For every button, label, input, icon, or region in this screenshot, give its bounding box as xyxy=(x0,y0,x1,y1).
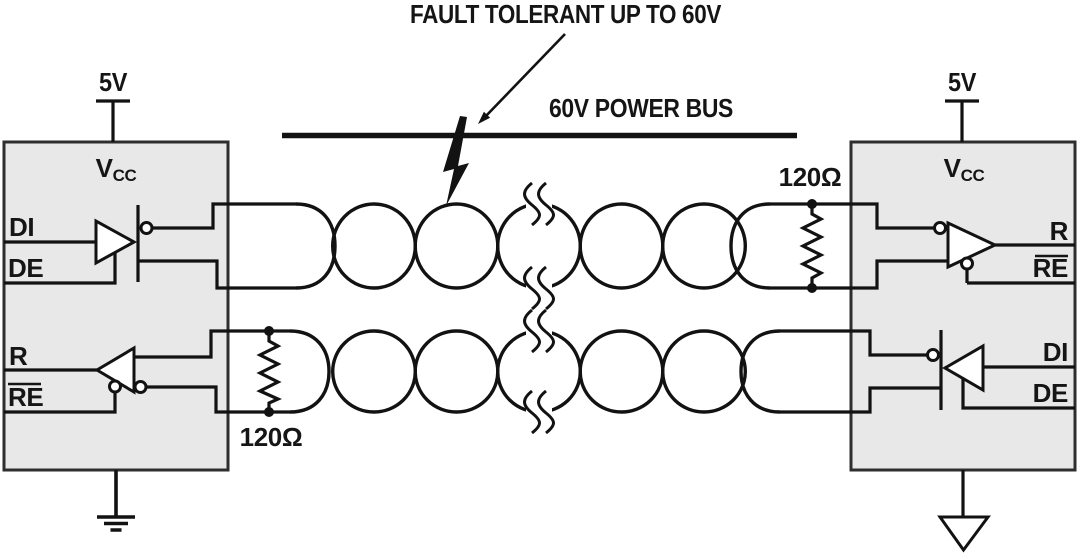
cable-loop xyxy=(331,329,418,414)
cable-loop xyxy=(413,202,500,290)
cable-loop xyxy=(661,202,748,290)
receiver-in-a-wire xyxy=(134,329,290,359)
receiver-in-a-wire xyxy=(770,202,934,230)
supply-terminal-icon xyxy=(96,99,130,142)
cable-break-top-wire xyxy=(523,308,555,354)
driver-out-b-wire xyxy=(780,386,941,414)
driver-out-b-wire xyxy=(138,259,296,290)
receiver-in-b-wire xyxy=(146,385,290,414)
resistor-value-label: 120Ω xyxy=(240,422,303,452)
power-bus-label: 60V POWER BUS xyxy=(549,93,733,123)
twisted-pair-bottom xyxy=(289,308,781,435)
left-ic-labels: VCC DI DE R RE xyxy=(8,153,137,412)
termination-resistor-top-right: 120Ω xyxy=(779,162,842,293)
inversion-bubble-icon xyxy=(926,348,940,362)
pin-label-re: RE xyxy=(8,382,43,412)
de-wire xyxy=(961,379,1075,410)
cable-end-left xyxy=(295,202,337,290)
pin-label-de: DE xyxy=(1033,378,1068,408)
supply-voltage-label: 5V xyxy=(99,67,128,97)
inversion-bubble-icon xyxy=(133,380,148,394)
power-bus: 60V POWER BUS xyxy=(282,93,797,139)
fault-title: FAULT TOLERANT UP TO 60V xyxy=(410,0,722,29)
right-ic-labels: VCC R RE DI DE xyxy=(944,153,1069,408)
pin-label-r: R xyxy=(9,341,28,371)
re-wire xyxy=(4,392,117,414)
signal-ground-icon xyxy=(937,515,991,553)
cable-loop xyxy=(331,202,418,290)
cable-loop xyxy=(661,329,748,414)
resistor-icon xyxy=(799,204,825,288)
pin-label-de: DE xyxy=(8,253,43,283)
enable-bubble-icon xyxy=(108,379,122,394)
left-ground xyxy=(97,470,135,532)
left-receiver xyxy=(4,329,290,414)
re-wire xyxy=(965,269,1075,285)
right-transceiver-box xyxy=(849,140,1077,472)
right-receiver xyxy=(770,202,1075,290)
resistor-value-label: 120Ω xyxy=(779,162,842,192)
junction-dot xyxy=(264,407,274,417)
pin-label-r: R xyxy=(1050,216,1069,246)
right-supply: 5V xyxy=(945,67,979,142)
pointer-arrow-line xyxy=(483,33,566,119)
driver-out-a-wire xyxy=(780,329,927,357)
enable-bubble-icon xyxy=(960,256,974,271)
pin-label-di: DI xyxy=(9,212,34,242)
vcc-label: VCC xyxy=(944,153,985,185)
junction-dot xyxy=(807,283,817,293)
driver-out-a-wire xyxy=(152,202,296,230)
de-wire xyxy=(4,253,117,285)
left-transceiver-box xyxy=(2,140,230,472)
driver-buffer-icon xyxy=(942,343,985,393)
cable-break-bottom-wire xyxy=(523,265,555,311)
driver-buffer-icon xyxy=(94,218,138,266)
cable-loop xyxy=(578,329,665,414)
cable-end-left xyxy=(289,329,331,414)
resistor-icon xyxy=(256,331,282,412)
pin-label-re: RE xyxy=(1033,253,1068,283)
inversion-bubble-icon xyxy=(139,221,154,235)
cable-break-top-wire xyxy=(523,181,555,227)
fault-annotation: FAULT TOLERANT UP TO 60V xyxy=(410,0,722,206)
lightning-bolt-icon xyxy=(443,116,469,206)
pointer-arrowhead-icon xyxy=(478,111,491,124)
vcc-label: VCC xyxy=(96,153,137,185)
left-supply: 5V xyxy=(96,67,130,142)
cable-end-right xyxy=(729,202,771,290)
cable-loop xyxy=(578,202,665,290)
left-driver xyxy=(4,202,296,290)
receiver-buffer-icon xyxy=(946,220,999,270)
pin-label-di: DI xyxy=(1043,337,1068,367)
termination-resistor-bottom-left: 120Ω xyxy=(240,326,303,452)
cable-loop xyxy=(413,329,500,414)
inversion-bubble-icon xyxy=(933,221,947,235)
cable-break-bottom-wire xyxy=(523,389,555,435)
right-ground xyxy=(937,470,991,553)
receiver-in-b-wire xyxy=(770,259,948,290)
right-driver xyxy=(780,329,1075,414)
earth-ground-icon xyxy=(97,470,135,532)
junction-dot xyxy=(807,199,817,209)
cable-end-right xyxy=(739,329,781,414)
supply-voltage-label: 5V xyxy=(948,67,977,97)
twisted-pair-top xyxy=(295,181,771,311)
junction-dot xyxy=(264,326,274,336)
supply-terminal-icon xyxy=(945,99,979,142)
